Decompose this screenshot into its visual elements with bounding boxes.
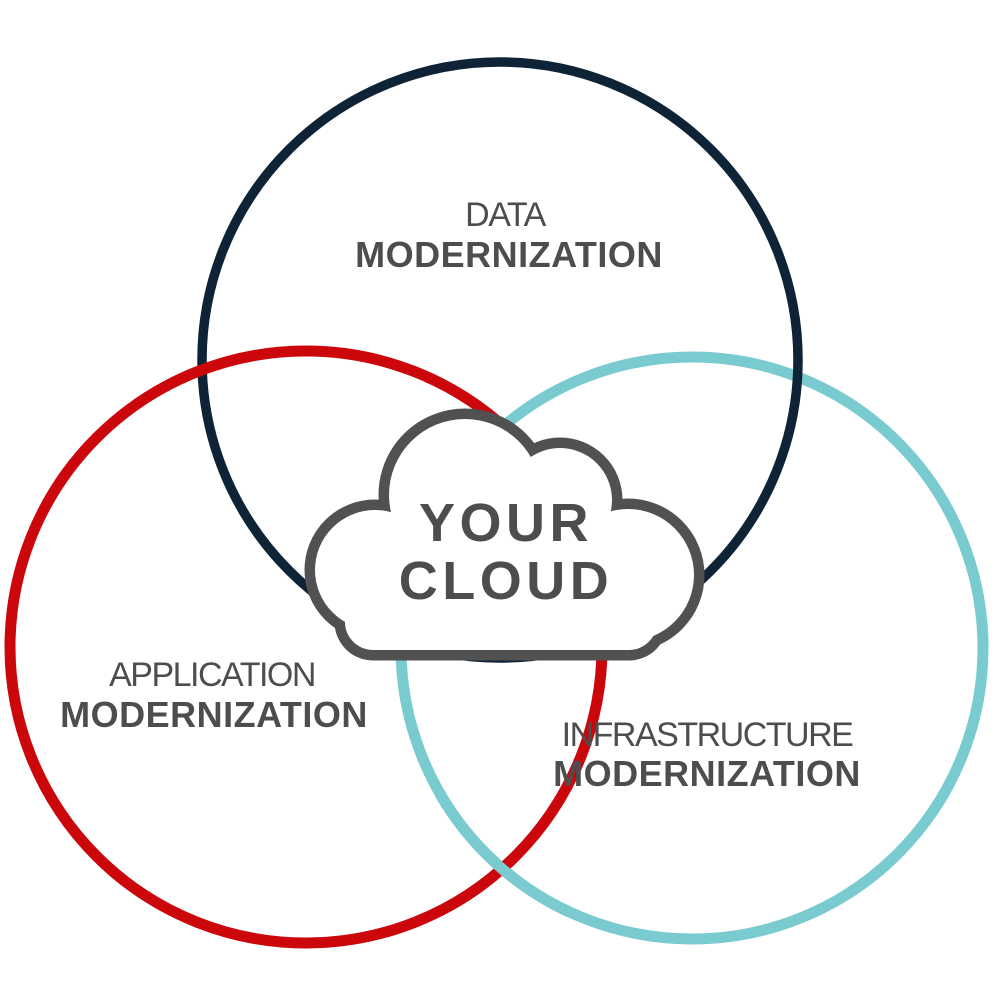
- infrastructure-over-application-arc: [435, 791, 572, 917]
- cloud-fill: [315, 419, 694, 650]
- infrastructure-label-line2: MODERNIZATION: [553, 753, 861, 794]
- infrastructure-label-line1: INFRASTRUCTURE: [562, 716, 853, 754]
- cloud-text-line2: CLOUD: [399, 551, 613, 611]
- data-label-line2: MODERNIZATION: [355, 234, 663, 275]
- application-label-line2: MODERNIZATION: [60, 694, 368, 735]
- cloud-icon: [304, 408, 705, 661]
- application-label-line1: APPLICATION: [109, 656, 315, 694]
- cloud-text-line1: YOUR: [419, 493, 593, 553]
- data-label-line1: DATA: [465, 196, 546, 234]
